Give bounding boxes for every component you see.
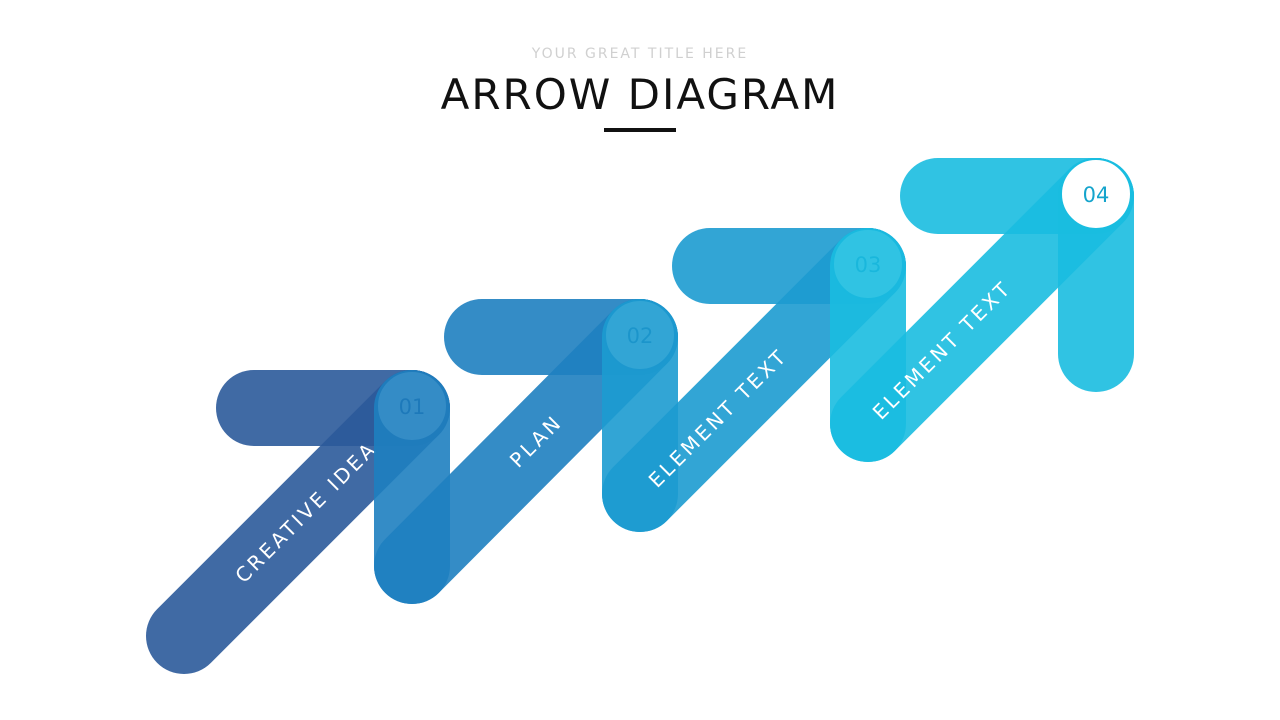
arrow-step-4: ELEMENT TEXT 04 xyxy=(830,158,1134,462)
subtitle: YOUR GREAT TITLE HERE xyxy=(531,46,749,62)
arrow-4-number: 04 xyxy=(1083,183,1110,207)
title-underline xyxy=(604,128,676,132)
arrow-4-badge xyxy=(1060,158,1132,230)
page-title: ARROW DIAGRAM xyxy=(440,70,840,119)
